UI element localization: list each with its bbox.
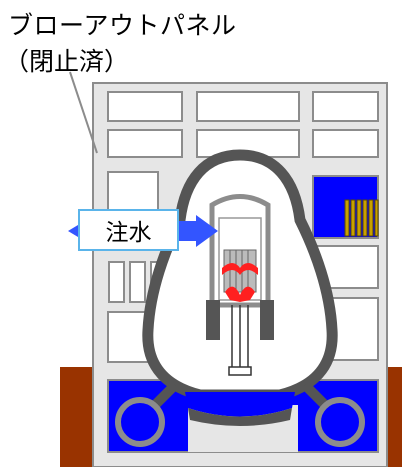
blowout-panel-leader [69,71,98,154]
injection-arrow-tail [68,225,78,237]
water-injection-callout: 注水 [78,209,179,251]
control-rod-drives [228,305,252,376]
blowout-panel-status: （閉止済） [4,47,130,76]
pedestal-water [185,392,295,417]
blowout-panel-label: ブローアウトパネル [8,11,237,40]
fuel-rods [344,199,379,237]
reactor-core [222,249,258,302]
injection-arrow [178,215,218,247]
ground-left [60,367,95,467]
pedestal-floor [188,408,292,426]
rpv-skirt-right [260,300,274,340]
torus-right [315,397,365,447]
ground-right [385,367,402,467]
torus-left [115,397,165,447]
rpv-skirt-left [206,300,220,340]
